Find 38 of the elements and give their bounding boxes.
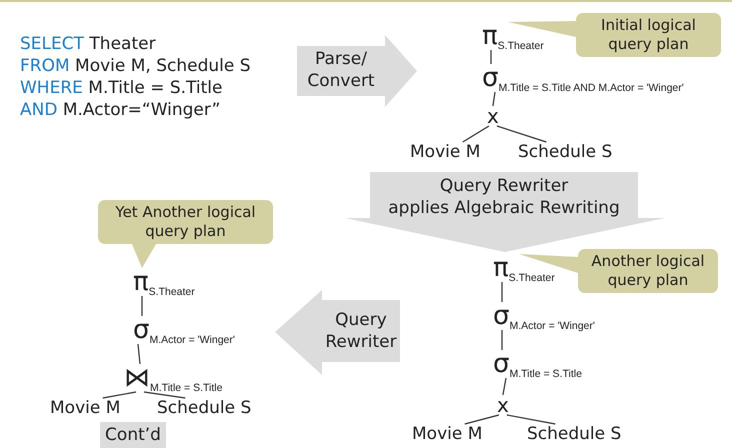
operator-label: σ$_{M.Title = S.Title}$ (493, 350, 582, 378)
operator-label: σ$_{M.Actor = 'Winger'}$ (493, 302, 595, 330)
tree-edge (502, 378, 507, 396)
callout-pointer (132, 244, 156, 268)
operator-label: π$_{S.Theater}$ (133, 268, 195, 296)
operator-label: π$_{S.Theater}$ (482, 22, 544, 50)
relation-label: Movie M (50, 398, 120, 418)
tree-edge (144, 391, 186, 399)
relation-label: Movie M (412, 424, 482, 444)
operator-label: x (497, 395, 509, 415)
callout-bubble: Another logical query plan (578, 249, 718, 293)
block-arrow: Parse/ Convert (297, 35, 417, 107)
tree-edge (102, 391, 136, 399)
sql-query: SELECT Theater FROM Movie M, Schedule S WHERE M.Title = S.Title AND M.Actor=“Winger” (20, 33, 251, 121)
operator-label: ⋈$_{M.Title = S.Title}$ (124, 364, 222, 392)
tree-edge (137, 344, 141, 364)
relation-label: Schedule S (518, 142, 612, 162)
tree-edge (501, 282, 503, 302)
tree-edge (506, 414, 556, 425)
callout-bubble: Initial logical query plan (576, 13, 721, 57)
relation-label: Schedule S (157, 398, 252, 418)
relation-label: Schedule S (527, 424, 622, 444)
operator-label: σ$_{M.Title = S.Title AND M.Actor = 'Winger'}$ (482, 64, 684, 92)
tree-edge (141, 296, 143, 316)
operator-label: π$_{S.Theater}$ (493, 254, 555, 282)
block-arrow: Query Rewriter (275, 290, 400, 375)
tree-edge (490, 50, 492, 64)
callout-pointer (519, 254, 578, 273)
tree-edge (501, 330, 503, 350)
tree-edge (496, 125, 546, 143)
tree-edge (492, 92, 496, 106)
block-arrow: Query Rewriter applies Algebraic Rewriting (345, 172, 665, 252)
callout-pointer (508, 21, 576, 37)
operator-label: x (487, 106, 499, 126)
tree-edge (464, 414, 500, 425)
relation-label: Movie M (410, 142, 480, 162)
operator-label: σ$_{M.Actor = 'Winger'}$ (133, 316, 235, 344)
tree-edge (462, 125, 490, 143)
